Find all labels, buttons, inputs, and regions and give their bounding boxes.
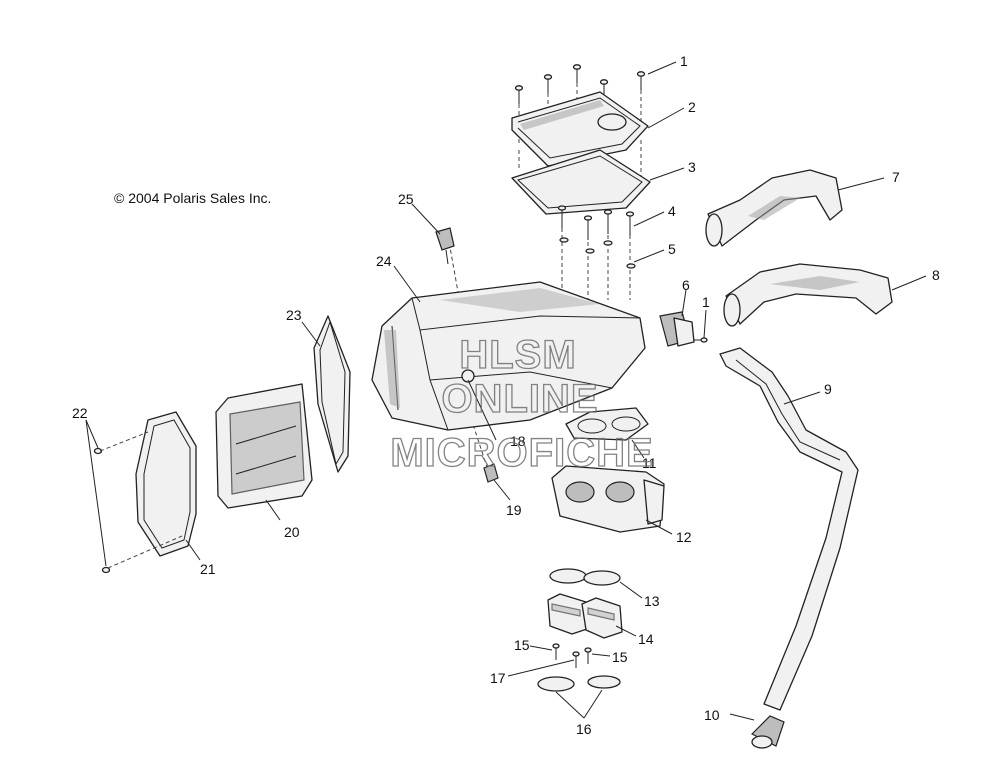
callout-1-secondary: 1	[702, 294, 710, 310]
grommet-19	[483, 463, 499, 483]
watermark: HLSM ONLINE MICROFICHE	[390, 332, 654, 475]
callout-23: 23	[286, 307, 302, 323]
copyright-text: © 2004 Polaris Sales Inc.	[114, 190, 271, 206]
duct-7	[705, 169, 843, 247]
sensor-6	[659, 311, 695, 347]
callout-21: 21	[200, 561, 216, 577]
callout-18: 18	[510, 433, 526, 449]
callout-labels: 1 2 3 4 5 6 1 7 8 9 10 11 12 13 14 15 15…	[72, 53, 940, 737]
callout-25: 25	[398, 191, 414, 207]
lid-21	[135, 411, 197, 557]
callout-19: 19	[506, 502, 522, 518]
plugs-15	[552, 643, 592, 668]
duct-8	[723, 263, 893, 327]
callout-2: 2	[688, 99, 696, 115]
callout-11: 11	[642, 455, 657, 471]
sensor-25	[435, 227, 455, 265]
callout-8: 8	[932, 267, 940, 283]
callout-22: 22	[72, 405, 88, 421]
callout-15: 15	[514, 637, 530, 653]
watermark-line-3: MICROFICHE	[390, 431, 653, 475]
callout-24: 24	[376, 253, 392, 269]
leader-lines	[85, 61, 927, 721]
airbox-body	[371, 281, 646, 431]
bolt-near-6	[694, 337, 708, 343]
washers	[559, 237, 636, 269]
gasket-11	[565, 407, 649, 441]
callout-3: 3	[688, 159, 696, 175]
cover-gasket	[511, 149, 651, 215]
callout-5: 5	[668, 241, 676, 257]
callout-4: 4	[668, 203, 676, 219]
throttle-body-12	[551, 465, 665, 533]
filter-20	[215, 383, 313, 509]
callout-12: 12	[676, 529, 692, 545]
callout-1: 1	[680, 53, 688, 69]
seal-23	[313, 315, 351, 473]
callout-17: 17	[490, 670, 506, 686]
callout-10: 10	[704, 707, 720, 723]
screws-22	[93, 431, 183, 574]
watermark-line-1: HLSM	[459, 333, 576, 377]
callout-16: 16	[576, 721, 592, 737]
boots-14	[547, 593, 623, 639]
callout-15-secondary: 15	[612, 649, 628, 665]
airbox-cover	[511, 91, 649, 167]
watermark-line-2: ONLINE	[441, 377, 598, 421]
callout-7: 7	[892, 169, 900, 185]
hose-end-10	[750, 715, 785, 749]
seals-13	[549, 568, 621, 586]
clamps-16	[537, 675, 621, 692]
callout-20: 20	[284, 524, 300, 540]
hose-9	[719, 347, 859, 711]
callout-9: 9	[824, 381, 832, 397]
callout-14: 14	[638, 631, 654, 647]
bolts	[557, 205, 635, 240]
callout-13: 13	[644, 593, 660, 609]
callout-6: 6	[682, 277, 690, 293]
